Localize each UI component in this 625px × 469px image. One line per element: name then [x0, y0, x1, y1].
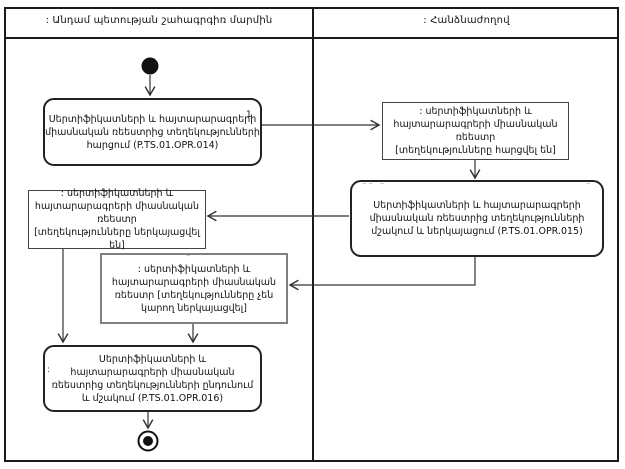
swimlane-title-right: : Հանձնաժողով: [423, 15, 510, 26]
object-label-line: : սերտիֆիկատների և: [137, 263, 251, 275]
object-label-line: կարող ներկայացվել]: [141, 302, 247, 314]
object-label-line: [տեղեկությունները հարցվել են]: [395, 145, 556, 156]
initial-node: [141, 57, 159, 75]
final-node-core: [143, 436, 153, 446]
action-label-line: հայտարարագրերի միասնական: [70, 366, 235, 378]
object-label-line: [տեղեկությունները ներկայացվել են]: [34, 227, 200, 251]
swimlane-header-underline: [6, 37, 619, 39]
action-process-and-present: Սերտիֆիկատների և հայտարարագրերի միասնակա…: [350, 180, 604, 257]
action-label-line: և մշակում (P.TS.01.OPR.016): [81, 392, 224, 404]
faint-marks: ˜: [586, 183, 591, 193]
action-label-line: ռեեստրից տեղեկությունների ընդունում: [51, 379, 254, 391]
object-label-line: հայտարարագրերի միասնական: [111, 276, 277, 288]
object-label-line: ռեեստր [տեղեկությունները չեն: [114, 289, 274, 301]
action-receive-and-process: Սերտիֆիկատների և հայտարարագրերի միասնակա…: [43, 345, 262, 412]
swimlane-title-left: : Անդամ պետության շահագրգիռ մարմին: [45, 15, 273, 26]
object-label-line: հայտարարագրերի միասնական ռեեստր: [34, 201, 200, 225]
action-label-line: մշակում և ներկայացում (P.TS.01.OPR.015): [371, 226, 583, 237]
faint-marks: ˜: [186, 255, 191, 265]
object-label-line: հայտարարագրերի միասնական ռեեստր: [393, 119, 558, 143]
diagram-outer-frame: [4, 7, 619, 462]
object-registry-presented: : սերտիֆիկատների և հայտարարագրերի միասնա…: [28, 188, 206, 251]
action-label-line: Սերտիֆիկատների և: [98, 353, 207, 365]
action1-number-badge: 1: [246, 110, 252, 120]
action-label-line: միասնական ռեեստրից տեղեկությունների: [45, 126, 260, 138]
object-registry-cannot-be-presented: : սերտիֆիկատների և հայտարարագրերի միասնա…: [100, 253, 288, 324]
faint-marks: :: [47, 365, 51, 375]
action-query-information: Սերտիֆիկատների և հայտարարագրերի միասնակա…: [43, 98, 262, 166]
action-label-line: Սերտիֆիկատների և հայտարարագրերի: [373, 200, 581, 211]
action-label-line: միասնական ռեեստրից տեղեկությունների: [369, 213, 585, 224]
object-label-line: : սերտիֆիկատների և: [60, 188, 174, 199]
object-label-line: : սերտիֆիկատների և: [419, 106, 532, 117]
action-label-line: հարցում (P.TS.01.OPR.014): [86, 139, 219, 151]
swimlane-divider: [312, 9, 314, 462]
faint-marks: ˜˜ ˜: [362, 183, 387, 193]
object-registry-queried: : սերտիֆիկատների և հայտարարագրերի միասնա…: [382, 102, 569, 160]
action-label-line: Սերտիֆիկատների և հայտարարագրերի: [48, 113, 257, 125]
edge-action2-to-object3: [288, 253, 476, 291]
